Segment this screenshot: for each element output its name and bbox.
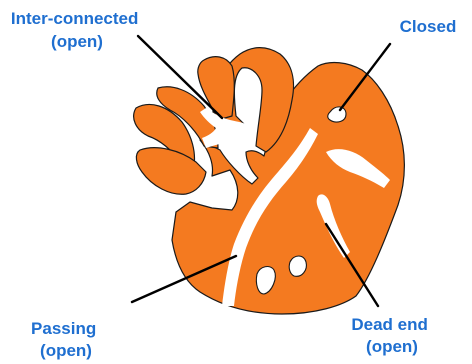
closed-pore-lower-center bbox=[289, 256, 306, 276]
passing-label-line1: Passing bbox=[31, 319, 96, 338]
passing-label-line2: (open) bbox=[40, 341, 92, 360]
closed-label-line1: Closed bbox=[400, 17, 457, 36]
interconnected-label-line1: Inter-connected bbox=[11, 9, 139, 28]
interconnected-label-line2: (open) bbox=[51, 32, 103, 51]
interconnected-label: Inter-connected (open) bbox=[11, 9, 143, 51]
passing-label: Passing (open) bbox=[31, 319, 101, 360]
closed-label: Closed bbox=[400, 17, 457, 36]
dead-end-label-line1: Dead end bbox=[351, 315, 428, 334]
particle-lower-left-lobe bbox=[136, 148, 206, 195]
dead-end-label-line2: (open) bbox=[366, 337, 418, 356]
dead-end-label: Dead end (open) bbox=[351, 315, 432, 356]
